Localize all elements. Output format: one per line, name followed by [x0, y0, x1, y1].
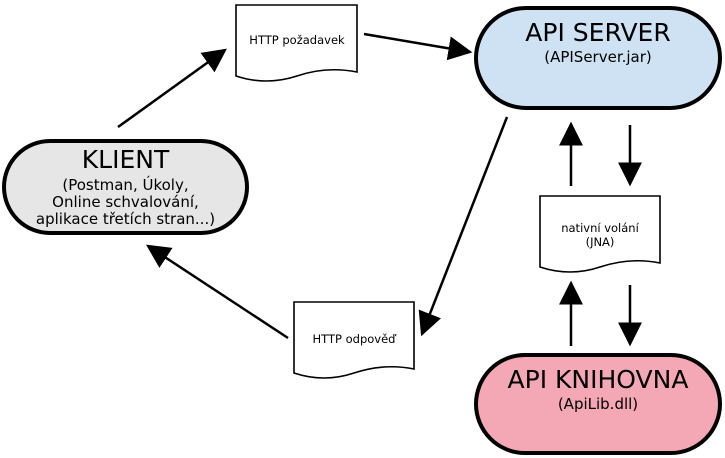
library-node-shape [474, 353, 722, 455]
server-subtitle: (APIServer.jar) [544, 48, 652, 66]
server-title: API SERVER [525, 18, 670, 47]
native-call-line-1: nativní volání [561, 221, 639, 235]
arrow-client-to-request [117, 48, 227, 129]
native-call-document-shape [539, 195, 661, 273]
arrow-request-to-server [363, 32, 473, 61]
client-line-2: Online schvalování, [52, 193, 199, 211]
library-title: API KNIHOVNA [508, 365, 689, 394]
server-node-shape [474, 6, 722, 110]
library-subtitle: (ApiLib.dll) [558, 395, 638, 413]
request-document: HTTP požadavek [235, 4, 358, 82]
response-document: HTTP odpověď [293, 301, 415, 379]
library-node: API KNIHOVNA (ApiLib.dll) [474, 353, 722, 455]
client-node: KLIENT (Postman, Úkoly, Online schvalová… [2, 139, 249, 235]
native-call-document: nativní volání (JNA) [539, 195, 661, 273]
client-line-3: aplikace třetích stran...) [36, 210, 215, 228]
client-node-shape [2, 139, 249, 235]
response-document-shape [293, 301, 415, 379]
request-document-label: HTTP požadavek [249, 33, 345, 47]
client-title: KLIENT [82, 145, 170, 174]
client-line-1: (Postman, Úkoly, [62, 175, 188, 194]
response-document-label: HTTP odpověď [313, 332, 398, 346]
arrow-response-to-client [145, 244, 289, 340]
request-document-shape [235, 4, 358, 82]
arrow-server-to-response [418, 116, 509, 337]
native-call-line-2: (JNA) [586, 235, 615, 249]
server-node: API SERVER (APIServer.jar) [474, 6, 722, 110]
